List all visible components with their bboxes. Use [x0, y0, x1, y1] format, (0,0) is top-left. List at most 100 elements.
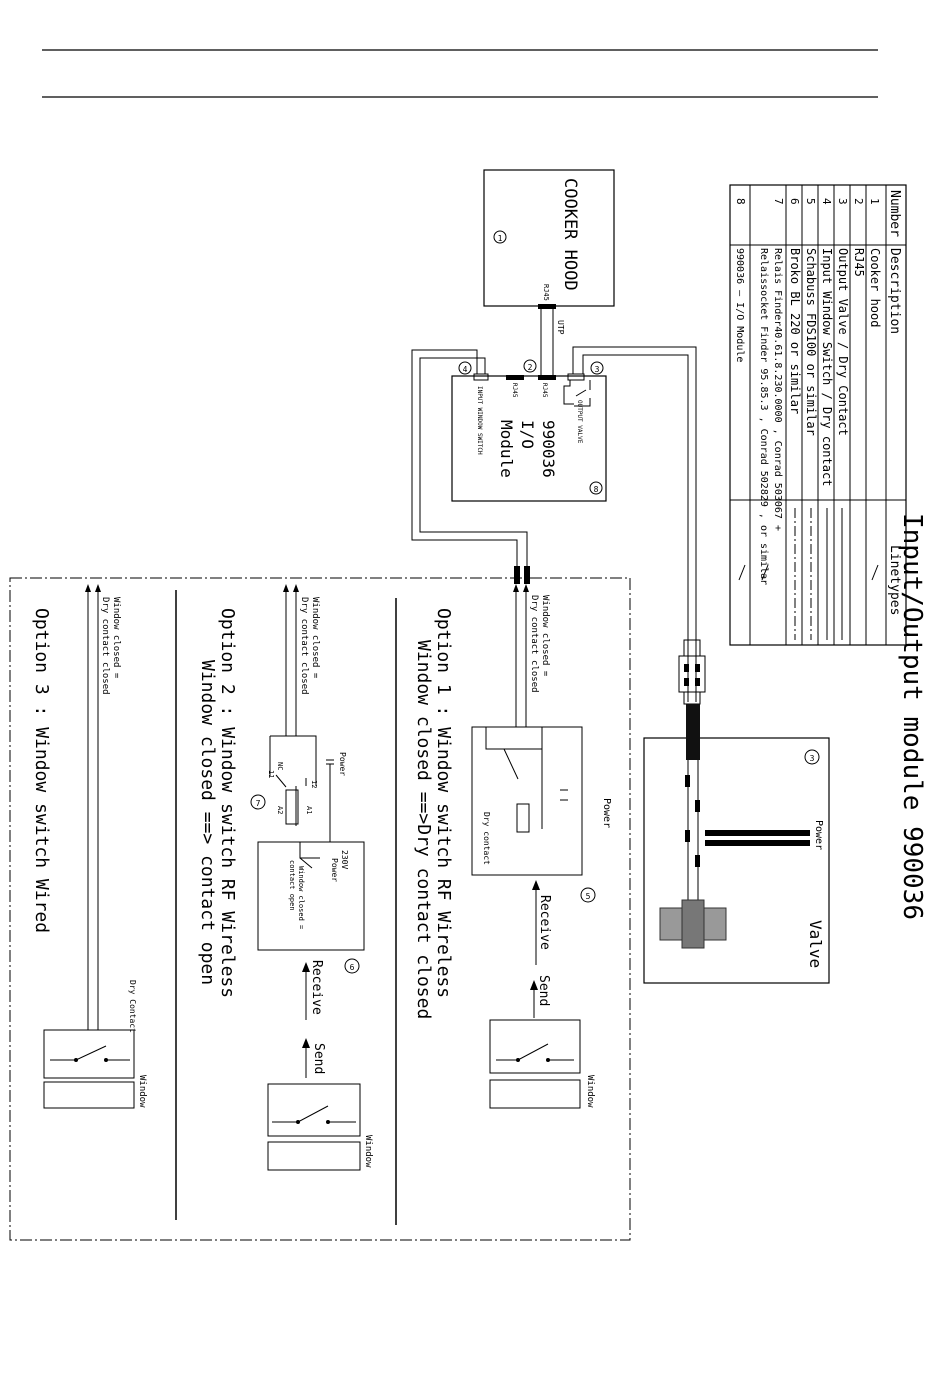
linetype-module	[738, 564, 746, 581]
legend-num-1: 1	[868, 198, 881, 205]
input-terminal	[473, 373, 489, 381]
output-terminal	[567, 373, 585, 381]
option2-receiver-box	[257, 841, 365, 951]
option1-number: 5	[586, 892, 591, 901]
option2-number7: 7	[256, 799, 261, 808]
option2-send: Send	[311, 1043, 326, 1074]
option2-window-label: Window	[363, 1135, 373, 1168]
cooker-hood-number: 1	[498, 234, 503, 243]
legend-header-description: Description	[887, 248, 902, 334]
valve-power-label: Power	[813, 820, 824, 850]
switch-cable-ferrule-a	[514, 566, 520, 584]
legend-header-number: Number	[887, 190, 902, 237]
legend-desc-1: Cooker hood	[868, 248, 882, 327]
io-module-line1: 990036	[539, 420, 558, 478]
valve-power-wire-b	[705, 840, 810, 846]
option3-note1: Window closed =	[111, 597, 121, 679]
valve-cable-sleeve	[686, 704, 700, 760]
option2-230v: 230V	[340, 850, 349, 869]
option1-receive: Receive	[537, 895, 552, 950]
legend-desc-4: Input Window Switch / Dry contact	[820, 248, 834, 486]
option2-window-sensor	[267, 1083, 361, 1137]
linetype-relais	[761, 564, 769, 581]
option2-title: Option 2 : Window switch RF Wireless	[217, 608, 238, 998]
valve-stem	[681, 899, 705, 949]
valve-power-wire-a	[705, 830, 810, 836]
option2-t12: 12	[310, 780, 318, 788]
output-valve-label: OUTPUT VALVE	[576, 400, 583, 444]
switch-cable-outer	[411, 349, 518, 580]
option1-title: Option 1 : Window switch RF Wireless	[433, 608, 454, 998]
legend-header-linetypes: Linetypes	[887, 545, 902, 615]
legend-desc-6: Broko BL 220 or similar	[788, 248, 802, 414]
legend-table: Number Description Linetypes 1 Cooker ho…	[729, 184, 907, 646]
option3-window-sensor	[43, 1029, 135, 1079]
io-rj45-connector-b	[506, 375, 524, 380]
cooker-hood-rj45: RJ45	[542, 284, 550, 301]
option2-inner1: Window closed =	[297, 866, 305, 929]
option2-t11: 11	[267, 770, 275, 778]
input-switch-label: INPUT WINDOW SWITCH	[476, 386, 483, 455]
option1-power-label: Power	[601, 798, 612, 828]
options-frame	[9, 577, 631, 1241]
legend-num-8: 8	[734, 198, 747, 205]
diagram-title: Input/Output module 990036	[897, 513, 927, 920]
legend-num-3: 3	[836, 198, 849, 205]
switch-cable-inner	[419, 357, 528, 580]
valve-cable-connector	[678, 639, 706, 705]
legend-num-2: 2	[852, 198, 865, 205]
io-module-number: 8	[594, 485, 599, 494]
utp-label: UTP	[556, 320, 565, 335]
cooker-hood-label: COOKER HOOD	[560, 178, 580, 291]
valve-cable-outer	[572, 346, 697, 702]
valve-number: 3	[810, 754, 815, 763]
legend-desc-5: Schabuss FDS100 or similar	[804, 248, 818, 436]
option2-window-frame	[267, 1141, 361, 1171]
option2-number6: 6	[350, 963, 355, 972]
io-module-line2: I/O	[518, 420, 537, 449]
linetype-hood	[871, 564, 879, 581]
io-module-line3: Module	[497, 420, 516, 478]
io-rj45-b: RJ45	[511, 383, 518, 398]
legend-num-4: 4	[820, 198, 833, 205]
option3-window-frame	[43, 1081, 135, 1109]
legend-num-7: 7	[772, 198, 785, 205]
option1-window-frame	[489, 1079, 581, 1109]
option2-receive: Receive	[309, 960, 324, 1015]
option1-dry-label: Dry contact	[482, 812, 491, 865]
option2-inner2: contact open	[288, 860, 296, 911]
option2-power1: Power	[338, 752, 347, 776]
legend-desc-7b: Relaissocket Finder 95.85.3 , Conrad 502…	[758, 248, 769, 585]
legend-desc-8: 990036 – I/O Module	[734, 248, 745, 362]
option1-send: Send	[536, 975, 551, 1006]
valve-box: Valve 3 Power	[643, 704, 830, 984]
option2-a2: A2	[276, 806, 284, 814]
legend-num-5: 5	[804, 198, 817, 205]
option1-receiver-box	[471, 726, 583, 876]
callout-4: 4	[463, 365, 468, 374]
option-1: Option 1 : Window switch RF Wireless Win…	[413, 584, 612, 1109]
option-2: Option 2 : Window switch RF Wireless Win…	[197, 584, 373, 1171]
hood-connector	[538, 304, 556, 309]
option1-window-label: Window	[585, 1075, 595, 1108]
callout-2: 2	[528, 363, 533, 372]
option1-note2: Dry contact closed	[529, 595, 539, 693]
option2-nc: NC	[276, 762, 284, 770]
output-contact-symbol	[563, 380, 591, 407]
option1-subtitle: Window closed ==>Dry contact closed	[413, 640, 434, 1019]
option3-title: Option 3 : Window switch Wired	[31, 608, 52, 933]
option2-note2: Dry contact closed	[299, 597, 309, 695]
valve-label: Valve	[806, 920, 825, 968]
option1-window-sensor	[489, 1019, 581, 1074]
legend-desc-2: RJ45	[852, 248, 866, 277]
option2-subtitle: Window closed ==> contact open	[197, 660, 218, 985]
option2-a1: A1	[305, 806, 313, 814]
option-3: Option 3 : Window switch Wired Window cl…	[31, 584, 147, 1109]
option2-power2: Power	[330, 858, 339, 882]
option3-note2: Dry contact closed	[100, 597, 110, 695]
io-rj45-connector-a	[538, 375, 556, 380]
legend-desc-7: Relais Finder40.61.8.230.0000 , Conrad 5…	[772, 248, 783, 531]
option1-note1: Window closed =	[540, 595, 550, 677]
legend-desc-3: Output Valve / Dry Contact	[836, 248, 850, 436]
